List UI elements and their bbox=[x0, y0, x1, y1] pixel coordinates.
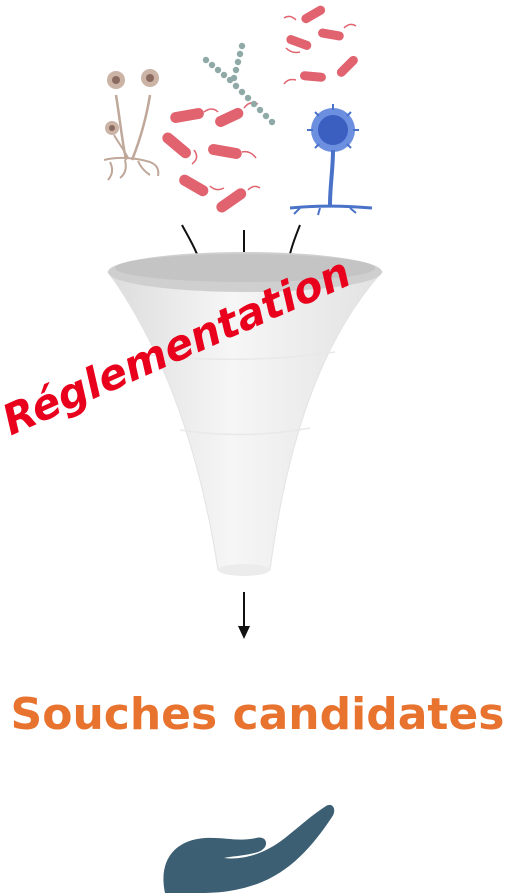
hand-icon bbox=[163, 804, 335, 893]
mold-icon bbox=[103, 69, 160, 181]
output-arrow bbox=[238, 592, 250, 639]
funnel-icon bbox=[107, 252, 384, 576]
result-label: Souches candidates bbox=[10, 689, 505, 740]
rod-bacteria-icon bbox=[162, 101, 261, 213]
rod-bacteria-icon bbox=[283, 5, 358, 85]
aspergillus-icon bbox=[289, 104, 373, 216]
streptomyces-icon bbox=[202, 42, 276, 126]
down-arrow-icon bbox=[238, 626, 250, 639]
